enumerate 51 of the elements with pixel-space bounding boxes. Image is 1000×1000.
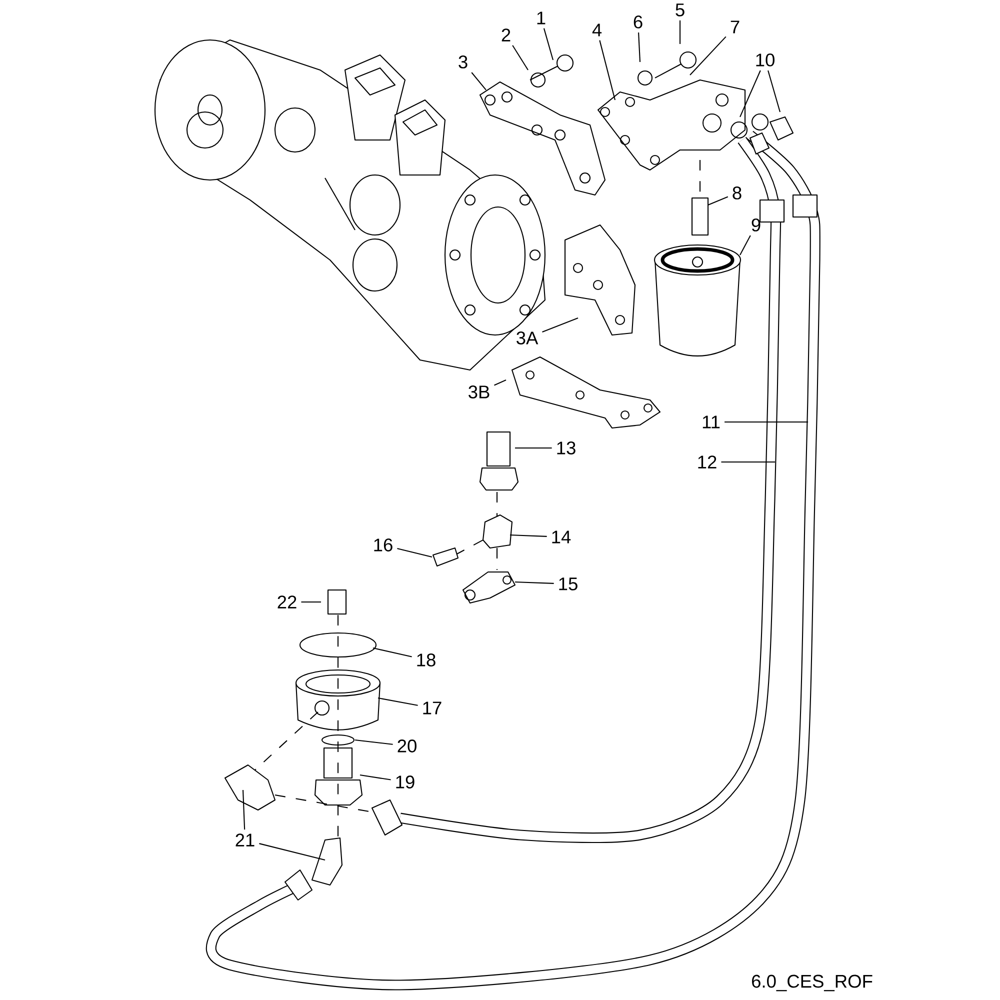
callout-number: 6 [634,15,642,28]
leader-line [768,70,781,112]
leader-line [360,774,391,780]
callout-number: 17 [423,702,442,714]
callout-number: 16 [374,538,392,552]
leader-line [378,697,418,706]
leader-line [740,70,761,118]
leader-line [354,739,393,745]
callout-number: 8 [732,186,742,200]
callout-number: 1 [537,12,546,24]
leader-line [638,32,641,62]
callout-number: 3A [516,331,538,344]
callout-number: 18 [417,654,436,666]
callout-number: 5 [676,4,684,16]
leader-line [301,601,321,603]
callout-number: 20 [398,740,416,752]
callout-number: 4 [592,24,602,36]
callout-number: 10 [756,53,774,66]
leader-line [259,843,326,860]
drawing-code: 6.0_CES_ROF [752,974,872,992]
leader-line [599,40,616,100]
callout-number: 13 [557,441,576,454]
leader-line [372,647,412,658]
callout-number: 22 [278,596,296,608]
leader-line [514,581,554,584]
leader-line [740,235,751,256]
callout-number: 9 [752,218,760,232]
leader-line [690,36,726,76]
callout-number: 2 [502,28,510,42]
leader-line [397,548,432,558]
callout-number: 7 [730,20,740,34]
callout-number: 19 [396,776,414,788]
callout-number: 21 [236,834,254,846]
leader-line [515,447,552,448]
callout-number: 15 [559,578,578,590]
leader-line [471,72,486,90]
leader-line [542,317,578,332]
leader-line [543,28,554,60]
leader-line [708,196,728,206]
callout-number: 3B [468,385,490,398]
leader-line [494,380,506,386]
callout-number: 14 [552,530,571,544]
leader-line [724,421,808,423]
callout-number: 3 [458,55,468,68]
leader-line [510,534,547,537]
leader-line [680,20,681,44]
callout-number: 11 [702,416,720,428]
leader-line [512,45,528,70]
leader-line [242,790,246,830]
callout-number: 12 [698,456,716,468]
leader-line [721,461,776,462]
